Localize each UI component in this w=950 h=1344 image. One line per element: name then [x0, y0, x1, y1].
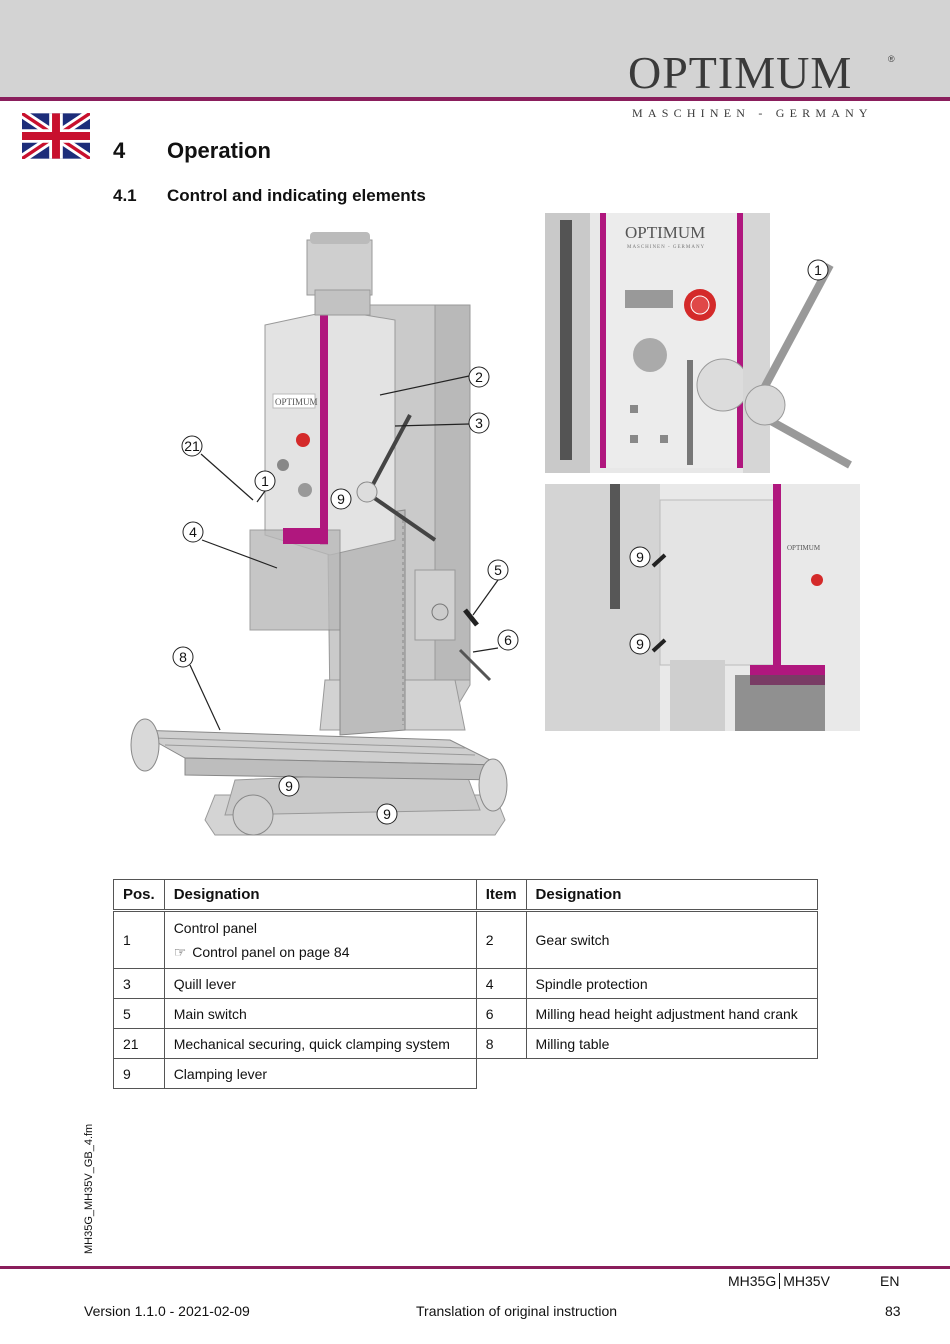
- cell-item: 6: [475, 998, 527, 1029]
- empty-cell: [526, 1059, 817, 1089]
- subsection-title: Control and indicating elements: [167, 186, 426, 205]
- cell-designation: Clamping lever: [163, 1058, 477, 1089]
- head-brand-label: OPTIMUM: [275, 397, 318, 407]
- table-row: 3 Quill lever 4 Spindle protection: [113, 968, 818, 999]
- cell-designation-2: Milling head height adjustment hand cran…: [525, 998, 818, 1029]
- callout-9-table-right: 9: [383, 806, 391, 822]
- empty-cell: [476, 1059, 526, 1089]
- control-panel-detail-image: OPTIMUM MASCHINEN - GERMANY: [545, 213, 852, 473]
- callout-marker: 2: [468, 366, 490, 388]
- table-row: 5 Main switch 6 Milling head height adju…: [113, 998, 818, 1029]
- header-band: [0, 0, 950, 100]
- cell-designation-2: Gear switch: [525, 910, 818, 969]
- column-header-designation: Designation: [163, 879, 477, 912]
- callout-marker: 9: [376, 803, 398, 825]
- table-header-row: Pos. Designation Item Designation: [113, 879, 818, 912]
- uk-flag-icon: [22, 113, 90, 159]
- subsection-number: 4.1: [113, 186, 137, 205]
- model-separator: [779, 1273, 781, 1289]
- cell-item: 4: [475, 968, 527, 999]
- cell-pos: 9: [113, 1058, 165, 1089]
- callout-marker: 8: [172, 646, 194, 668]
- callout-8: 8: [179, 649, 187, 665]
- parts-table: Pos. Designation Item Designation 1 Cont…: [113, 879, 818, 1089]
- callout-3: 3: [475, 415, 483, 431]
- page-number: 83: [885, 1303, 901, 1319]
- cell-pos: 5: [113, 998, 165, 1029]
- callout-1-detail: 1: [814, 262, 822, 278]
- footer-language: EN: [880, 1273, 900, 1289]
- footer-models: MH35G MH35V: [728, 1273, 830, 1289]
- callout-marker: 4: [182, 521, 204, 543]
- callout-4: 4: [189, 524, 197, 540]
- callout-9-detail-upper: 9: [636, 549, 644, 565]
- section-title: Operation: [167, 138, 271, 163]
- machine-illustration: OPTIMUM: [130, 232, 508, 836]
- footer-version: Version 1.1.0 - 2021-02-09: [84, 1303, 250, 1319]
- table-row: 1 Control panel ☞ Control panel on page 8…: [113, 910, 818, 969]
- table-row: 21 Mechanical securing, quick clamping s…: [113, 1028, 818, 1059]
- model-a: MH35G: [728, 1273, 777, 1289]
- callout-21: 21: [184, 438, 200, 454]
- header-rule: [0, 97, 950, 101]
- cell-item: 8: [475, 1028, 527, 1059]
- brand-registered-mark: ®: [888, 54, 895, 64]
- callout-marker: 9: [629, 546, 651, 568]
- column-header-pos: Pos.: [113, 879, 165, 912]
- callout-marker: 5: [487, 559, 509, 581]
- brand-tagline: MASCHINEN - GERMANY: [632, 106, 873, 120]
- cell-designation: Mechanical securing, quick clamping syst…: [163, 1028, 477, 1059]
- column-header-designation-2: Designation: [525, 879, 818, 912]
- clamping-lever-detail-image: OPTIMUM: [545, 484, 860, 731]
- brand-logo-text: OPTIMUM: [628, 47, 853, 98]
- callout-2: 2: [475, 369, 483, 385]
- callout-6: 6: [504, 632, 512, 648]
- footer-translation-note: Translation of original instruction: [416, 1303, 618, 1319]
- callout-marker: 1: [254, 470, 276, 492]
- side-file-label: MH35G_MH35V_GB_4.fm: [83, 1123, 95, 1254]
- cross-reference-link[interactable]: Control panel on page 84: [192, 943, 350, 960]
- cell-pos: 3: [113, 968, 165, 999]
- cell-designation: Main switch: [163, 998, 477, 1029]
- cell-designation: Control panel ☞ Control panel on page 84: [163, 910, 477, 969]
- callout-marker: 21: [181, 435, 203, 457]
- cell-pos: 21: [113, 1028, 165, 1059]
- callout-marker: 1: [807, 259, 829, 281]
- side-brand-label: OPTIMUM: [787, 544, 821, 552]
- cell-designation-2: Milling table: [525, 1028, 818, 1059]
- callout-9-head: 9: [337, 491, 345, 507]
- callout-marker: 9: [330, 488, 352, 510]
- cell-designation-text: Control panel: [173, 919, 257, 936]
- cross-reference[interactable]: ☞ Control panel on page 84: [174, 944, 467, 961]
- footer-rule: [0, 1266, 950, 1269]
- panel-brand-label: OPTIMUM: [625, 223, 705, 242]
- milling-machine-figure: OPTIMUM OPTIMUM MASCHINEN - GERMANY: [130, 213, 860, 836]
- callout-9-detail-lower: 9: [636, 636, 644, 652]
- model-b: MH35V: [783, 1273, 830, 1289]
- callout-marker: 9: [278, 775, 300, 797]
- callout-9-table-left: 9: [285, 778, 293, 794]
- callout-marker: 6: [497, 629, 519, 651]
- table-row: 9 Clamping lever: [113, 1058, 818, 1089]
- callout-5: 5: [494, 562, 502, 578]
- callout-leaders: [189, 375, 499, 731]
- cell-pos: 1: [113, 910, 165, 969]
- cell-designation-2: Spindle protection: [525, 968, 818, 999]
- cell-designation: Quill lever: [163, 968, 477, 999]
- cell-item: 2: [475, 910, 527, 969]
- pointing-hand-icon: ☞: [173, 943, 187, 960]
- column-header-item: Item: [475, 879, 527, 912]
- section-number: 4: [113, 138, 126, 163]
- callout-1: 1: [261, 473, 269, 489]
- callout-marker: 3: [468, 412, 490, 434]
- callout-marker: 9: [629, 633, 651, 655]
- panel-tagline-label: MASCHINEN - GERMANY: [627, 245, 705, 250]
